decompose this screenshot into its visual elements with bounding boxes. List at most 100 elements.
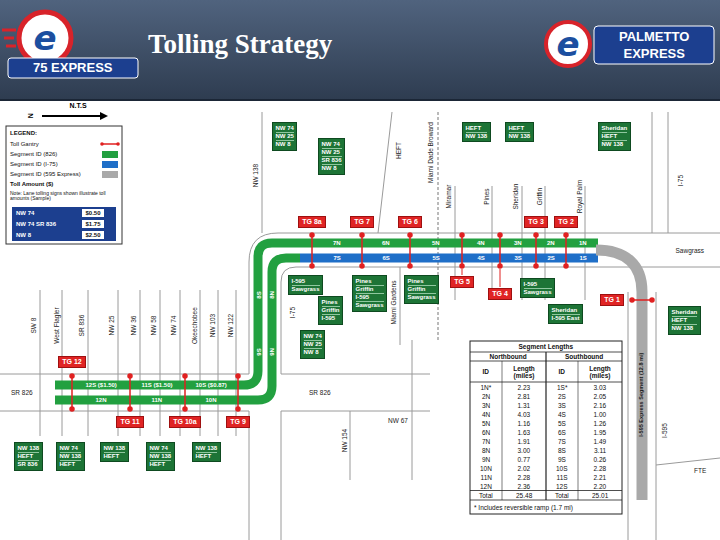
gantry-id: TG 7 <box>354 218 370 226</box>
sign-panel: SheridanI-595 East <box>548 304 583 324</box>
sign-panel: NW 74NW 25SR 836NW 8 <box>318 138 345 175</box>
table-cell: 2.28 <box>594 465 607 472</box>
logo-text: EXPRESS <box>624 47 685 61</box>
table-cell: Total <box>555 492 569 499</box>
sign-panel: NW 74NW 138HEFT <box>146 442 175 471</box>
logo-text: PALMETTO <box>619 30 689 44</box>
header-bar <box>0 0 720 100</box>
sign-destination: Sheridan <box>602 125 628 132</box>
segment-id: 1S <box>579 255 588 261</box>
sign-destination: HEFT <box>602 132 628 140</box>
sign-destination: SR 836 <box>18 460 40 468</box>
segment-id: 3N <box>513 240 523 246</box>
table-cell: 2.28 <box>518 474 531 481</box>
map-ground <box>0 100 720 540</box>
page-title: Tolling Strategy <box>148 30 332 60</box>
toll-gantry-label: TG 7 <box>350 216 374 228</box>
table-cell: 25.01 <box>592 492 608 499</box>
legend-text: Segment ID (I-75) <box>10 161 58 167</box>
table-cell: 11N <box>481 474 492 481</box>
toll-gantry-label: TG 4 <box>488 288 512 300</box>
legend-text: Toll Gantry <box>10 141 39 147</box>
table-cell: 1.31 <box>518 402 531 409</box>
table-cell: 1.26 <box>594 420 607 427</box>
segment-id: I-595 Express Segment (12.8 mi) <box>639 352 645 438</box>
road-name: Griffin <box>536 186 543 205</box>
roads <box>0 112 720 540</box>
road-name: I-595 <box>660 422 667 439</box>
sign-panel: PinesGriffinI-595Sawgrass <box>352 275 387 312</box>
sign-destination: Sawgrass <box>408 293 436 301</box>
segment-id: 1N <box>578 240 588 246</box>
sign-destination: NW 138 <box>602 140 628 148</box>
table-cell: 3.11 <box>594 447 606 454</box>
road-name: NW 154 <box>341 427 348 452</box>
sign-destination: NW 138 <box>18 445 40 452</box>
table-cell: 4S <box>558 411 566 418</box>
table-cell: 2.23 <box>518 384 531 391</box>
sign-destination: NW 138 <box>466 132 488 140</box>
road-name: SW 8 <box>30 316 37 334</box>
sign-panel: I-595Sawgrass <box>520 278 555 298</box>
toll-gantry-label: TG 2 <box>554 216 578 228</box>
table-cell: 1.16 <box>518 420 531 427</box>
road-name: NW 58 <box>150 314 157 336</box>
table-cell: 10N <box>480 465 492 472</box>
table-cell: 2.02 <box>518 465 531 472</box>
road-name: NW 103 <box>209 312 216 337</box>
table-cell: 2S <box>558 393 566 400</box>
table-cell: 1.00 <box>594 411 607 418</box>
table-cell: Total <box>479 492 493 499</box>
gantry-id: TG 8a <box>302 218 321 226</box>
table-cell: 6S <box>558 429 566 436</box>
sign-destination: I-595 <box>356 293 384 301</box>
segment-id: 8S <box>255 290 261 299</box>
table-cell: 9S <box>558 456 566 463</box>
sample-sign-destination: NW 74 <box>16 210 34 217</box>
table-cell: 2.81 <box>518 393 531 400</box>
gantry-id: TG 10a <box>173 418 196 426</box>
table-header: Southbound <box>565 353 603 360</box>
toll-gantry-label: TG 1 <box>600 294 624 306</box>
road-name: Pines <box>483 187 490 205</box>
sign-destination: HEFT <box>150 460 172 468</box>
table-cell: 1N* <box>481 384 492 391</box>
gantry-id: TG 5 <box>454 278 470 286</box>
segment-id: 10S ($0.87) <box>195 382 228 388</box>
segment-id: 10N <box>205 397 218 403</box>
sign-destination: NW 74 <box>304 333 322 340</box>
sign-panel: NW 138HEFT <box>192 442 221 462</box>
legend-note: Note: Lane tolling signs shown illustrat… <box>10 191 116 202</box>
table-cell: 0.26 <box>594 456 607 463</box>
table-cell: 12N <box>480 483 492 490</box>
road-name: HEFT <box>394 141 401 160</box>
logo-letter: e <box>34 21 57 55</box>
road-name: Okeechobee <box>190 306 197 345</box>
sign-panel: NW 138HEFT <box>100 442 129 462</box>
segment-id: 2S <box>547 255 556 261</box>
legend-text: Segment ID (826) <box>10 151 57 157</box>
table-cell: 1S* <box>557 384 567 391</box>
table-cell: 3.03 <box>594 384 607 391</box>
sign-destination: Pines <box>356 278 384 285</box>
segment-id: 6N <box>381 240 391 246</box>
table-cell: 2.21 <box>594 474 607 481</box>
segment-id: 5N <box>431 240 441 246</box>
sign-destination: Sawgrass <box>356 301 384 309</box>
legend-row: Segment ID (595 Express) <box>10 169 118 179</box>
sign-panel: NW 74NW 25NW 8 <box>300 330 325 359</box>
table-header: Northbound <box>490 353 527 360</box>
sign-destination: HEFT <box>196 452 218 460</box>
table-cell: 5S <box>558 420 566 427</box>
sign-panel: NW 138HEFTSR 836 <box>14 442 43 471</box>
segment-id: 7S <box>333 255 342 261</box>
table-cell: 3.00 <box>518 447 531 454</box>
sign-destination: NW 25 <box>322 148 342 156</box>
sign-destination: Sheridan <box>672 309 698 316</box>
logo-letter: e <box>557 27 580 61</box>
sign-destination: HEFT <box>104 452 126 460</box>
toll-gantry-label: TG 9 <box>226 416 250 428</box>
legend: Toll GantrySegment ID (826) Segment ID (I… <box>10 139 118 179</box>
table-cell: 8S <box>558 447 566 454</box>
legend-row: Toll Gantry <box>10 139 118 149</box>
